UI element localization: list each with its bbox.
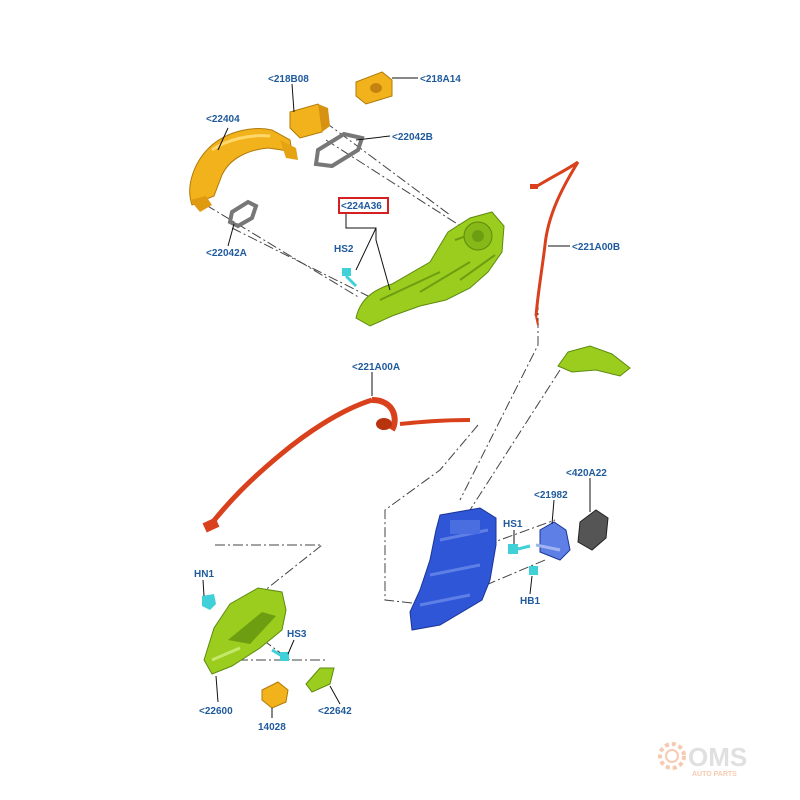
latch-pad-part bbox=[577, 509, 609, 551]
part-labels: <218B08 <218A14 <22404 <22042B <22042A <… bbox=[194, 74, 620, 733]
cable-b-part bbox=[530, 160, 580, 326]
label-HN1: HN1 bbox=[194, 569, 214, 580]
label-420A22: <420A22 bbox=[566, 468, 607, 479]
highlight-box bbox=[338, 197, 389, 214]
lock-bracket-part bbox=[557, 345, 631, 377]
screw-hs1-part bbox=[508, 544, 531, 554]
watermark-logo: OMS AUTO PARTS bbox=[658, 742, 747, 778]
label-22404: <22404 bbox=[206, 114, 240, 125]
assembly-lines bbox=[205, 121, 561, 661]
screw-hs2-part bbox=[342, 268, 358, 288]
bolt-hb1-part bbox=[529, 566, 538, 575]
handle-frame-part bbox=[355, 211, 505, 327]
label-22642: <22642 bbox=[318, 706, 352, 717]
label-224A36: <224A36 bbox=[341, 201, 382, 212]
label-218A14: <218A14 bbox=[420, 74, 461, 85]
label-218B08: <218B08 bbox=[268, 74, 309, 85]
gasket-front-part bbox=[227, 199, 259, 229]
handle-cap-part bbox=[289, 103, 330, 139]
gasket-rear-part bbox=[313, 131, 365, 169]
label-21982: <21982 bbox=[534, 490, 568, 501]
label-HB1: HB1 bbox=[520, 596, 540, 607]
switch-part bbox=[261, 681, 289, 709]
latch-rod-bracket-part bbox=[535, 521, 571, 561]
label-22042A: <22042A bbox=[206, 248, 247, 259]
screw-hs3-part bbox=[271, 648, 289, 661]
cable-a-part bbox=[202, 397, 471, 533]
outside-handle-part bbox=[189, 128, 298, 212]
label-22042B: <22042B bbox=[392, 132, 433, 143]
label-221A00A: <221A00A bbox=[352, 362, 400, 373]
watermark-brand: OMS bbox=[688, 742, 747, 772]
label-HS3: HS3 bbox=[287, 629, 307, 640]
lock-cylinder-cover-part bbox=[355, 71, 393, 105]
label-22600: <22600 bbox=[199, 706, 233, 717]
door-latch-part bbox=[409, 507, 497, 631]
label-14028: 14028 bbox=[258, 722, 286, 733]
label-HS2: HS2 bbox=[334, 244, 354, 255]
gear-icon bbox=[658, 742, 686, 770]
inside-handle-part bbox=[203, 587, 287, 675]
label-HS1: HS1 bbox=[503, 519, 523, 530]
leader-lines bbox=[202, 77, 591, 718]
label-221A00B: <221A00B bbox=[572, 242, 620, 253]
watermark-tagline: AUTO PARTS bbox=[692, 771, 737, 778]
handle-bracket-part bbox=[305, 667, 335, 693]
nut-hn1-part bbox=[202, 594, 216, 610]
